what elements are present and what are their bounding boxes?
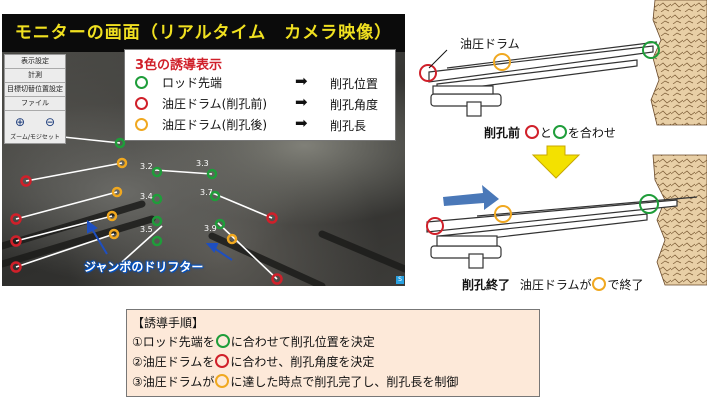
green-circle-icon [553, 125, 567, 139]
step3-text-b: に達した時点で削孔完了し、削孔長を制御 [230, 375, 458, 389]
marker-label-3: 3.4 [140, 192, 153, 201]
legend-row-green: ロッド先端 [135, 74, 222, 92]
app-icon: S [396, 276, 404, 284]
procedure-step-3: ③油圧ドラムが に達した時点で削孔完了し、削孔長を制御 [132, 373, 458, 390]
arrow-icon: ➡ [295, 114, 308, 132]
guidance-lines [16, 132, 277, 279]
legend-result-2: 削孔角度 [330, 96, 378, 113]
arrow-icon: ➡ [295, 93, 308, 111]
after-caption-bold: 削孔終了 [462, 278, 510, 292]
step3-text-a: ③油圧ドラムが [132, 375, 214, 389]
legend-title: 3色の誘導表示 [135, 54, 222, 73]
legend-result-1: 削孔位置 [330, 75, 378, 92]
legend-label-3: 油圧ドラム(削孔後) [162, 118, 267, 132]
legend-row-red: 油圧ドラム(削孔前) [135, 95, 267, 113]
step2-text-b: に合わせ、削孔角度を決定 [230, 355, 374, 369]
marker-label-5: 3.7 [200, 188, 213, 197]
legend-label-1: ロッド先端 [162, 76, 222, 90]
procedure-title: 【誘導手順】 [132, 314, 204, 331]
legend-label-2: 油圧ドラム(削孔前) [162, 97, 267, 111]
rock-face-top [651, 0, 707, 125]
red-circle-icon [525, 125, 539, 139]
drilling-diagram [407, 0, 707, 300]
zoom-in-icon[interactable]: ⊕ [15, 115, 25, 129]
after-caption-mid: 油圧ドラムが [520, 278, 592, 292]
before-caption: 削孔前 と を合わせ [484, 124, 616, 141]
file-button[interactable]: ファイル [5, 97, 65, 111]
before-caption-end: を合わせ [568, 126, 616, 140]
before-caption-bold: 削孔前 [484, 126, 520, 140]
marker-label-6: 3.9 [204, 224, 217, 233]
green-circle-icon [216, 334, 230, 348]
measure-button[interactable]: 計測 [5, 69, 65, 83]
procedure-step-2: ②油圧ドラムを に合わせ、削孔角度を決定 [132, 353, 374, 370]
step2-text-a: ②油圧ドラムを [132, 355, 214, 369]
drum-label-pointer [429, 50, 447, 68]
orange-circle-icon [592, 277, 606, 291]
marker-label-1: 3.2 [140, 162, 153, 171]
step1-text-a: ①ロッド先端を [132, 335, 215, 349]
drifter-booms [2, 204, 405, 286]
display-settings-button[interactable]: 表示設定 [5, 55, 65, 69]
after-caption-end: で終了 [607, 278, 643, 292]
green-circle-icon [135, 76, 148, 89]
procedure-box: 【誘導手順】 ①ロッド先端を に合わせて削孔位置を決定 ②油圧ドラムを に合わせ、削… [126, 309, 540, 397]
yellow-down-arrow-icon [533, 146, 579, 178]
zoom-out-icon[interactable]: ⊖ [45, 115, 55, 129]
arrow-icon: ➡ [295, 72, 308, 90]
zoom-label: ズーム/モジセット [5, 133, 65, 143]
legend-result-3: 削孔長 [330, 117, 366, 134]
step1-text-b: に合わせて削孔位置を決定 [231, 335, 375, 349]
marker-label-2: 3.3 [196, 159, 209, 168]
boom-before [429, 42, 657, 116]
drum-label: 油圧ドラム [460, 35, 520, 52]
before-caption-mid: と [540, 126, 552, 140]
jumbo-drifter-label: ジャンボのドリフター [84, 258, 203, 275]
orange-circle-icon [135, 118, 148, 131]
zoom-controls: ⊕ ⊖ [5, 111, 65, 133]
red-circle-icon [215, 354, 229, 368]
target-switch-button[interactable]: 目標切替位置設定 [5, 83, 65, 97]
legend-row-orange: 油圧ドラム(削孔後) [135, 116, 267, 134]
after-caption: 削孔終了 油圧ドラムが で終了 [462, 276, 644, 293]
rock-face-bottom [653, 155, 707, 285]
monitor-screen: モニターの画面（リアルタイム カメラ映像） [2, 14, 405, 286]
blue-right-arrow-icon [443, 185, 499, 210]
procedure-step-1: ①ロッド先端を に合わせて削孔位置を決定 [132, 333, 375, 350]
legend-box: 3色の誘導表示 ロッド先端 油圧ドラム(削孔前) 油圧ドラム(削孔後) ➡ ➡ … [124, 49, 396, 141]
orange-circle-icon [215, 374, 229, 388]
marker-label-4: 3.5 [140, 225, 153, 234]
red-circle-icon [135, 97, 148, 110]
control-panel: 表示設定 計測 目標切替位置設定 ファイル ⊕ ⊖ ズーム/モジセット [4, 54, 66, 144]
